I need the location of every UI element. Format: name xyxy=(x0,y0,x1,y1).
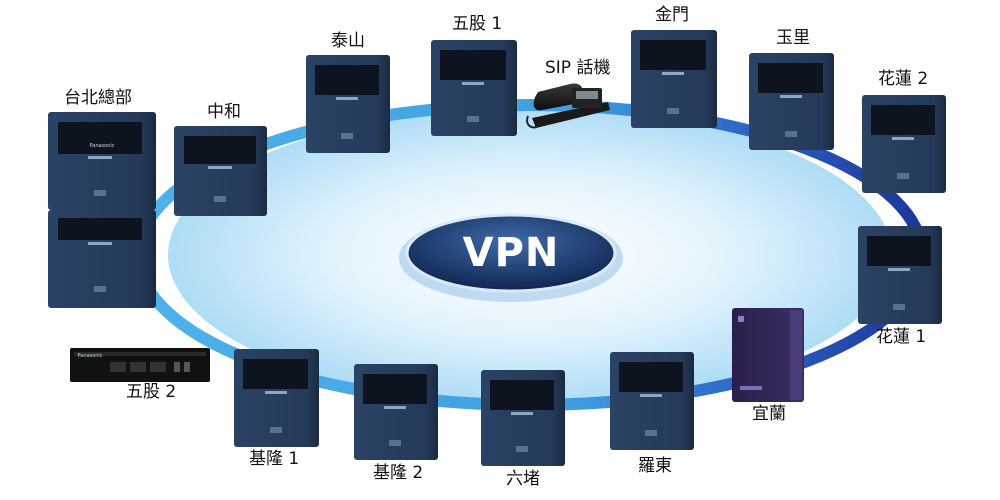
brand-badge-wugu2: Panasonic xyxy=(77,353,102,359)
label-taishan: 泰山 xyxy=(331,31,365,51)
label-taipei-hq: 台北總部 xyxy=(64,88,132,108)
pbx-rack-wugu2 xyxy=(70,348,210,382)
label-keelung2: 基隆 2 xyxy=(373,463,424,483)
label-hualien2: 花蓮 2 xyxy=(878,69,929,89)
label-wugu2: 五股 2 xyxy=(126,382,177,402)
label-luodong: 羅東 xyxy=(638,456,672,476)
label-liudu: 六堵 xyxy=(506,469,540,489)
label-yuli: 玉里 xyxy=(776,28,810,48)
label-keelung1: 基隆 1 xyxy=(249,449,300,469)
pbx-cabinet-wugu1 xyxy=(431,40,517,136)
vpn-badge xyxy=(399,213,623,302)
pbx-cabinet-luodong xyxy=(610,352,694,450)
pbx-cabinet-keelung2 xyxy=(354,364,438,460)
pbx-unit-yilan xyxy=(732,308,804,402)
label-wugu1: 五股 1 xyxy=(452,14,503,34)
pbx-cabinet-hualien1 xyxy=(858,226,942,324)
pbx-cabinet-taishan xyxy=(306,55,390,153)
pbx-cabinet-hualien2 xyxy=(862,95,946,193)
label-hualien1: 花蓮 1 xyxy=(876,327,927,347)
brand-badge-taipei: Panasonic xyxy=(89,143,114,149)
pbx-cabinet-kinmen xyxy=(631,30,717,128)
vpn-label: VPN xyxy=(462,230,560,276)
pbx-cabinet-yuli xyxy=(749,53,834,150)
pbx-cabinet-taipei-upper xyxy=(48,112,156,210)
pbx-cabinet-keelung1 xyxy=(234,349,319,447)
label-zhonghe: 中和 xyxy=(207,102,241,122)
pbx-cabinet-zhonghe xyxy=(174,126,267,216)
sip-phone-icon xyxy=(526,83,610,129)
label-kinmen: 金門 xyxy=(655,5,689,25)
label-yilan: 宜蘭 xyxy=(752,404,786,424)
label-sip-phone: SIP 話機 xyxy=(545,58,611,78)
pbx-cabinet-liudu xyxy=(481,370,565,466)
pbx-cabinet-taipei-lower xyxy=(48,210,156,308)
